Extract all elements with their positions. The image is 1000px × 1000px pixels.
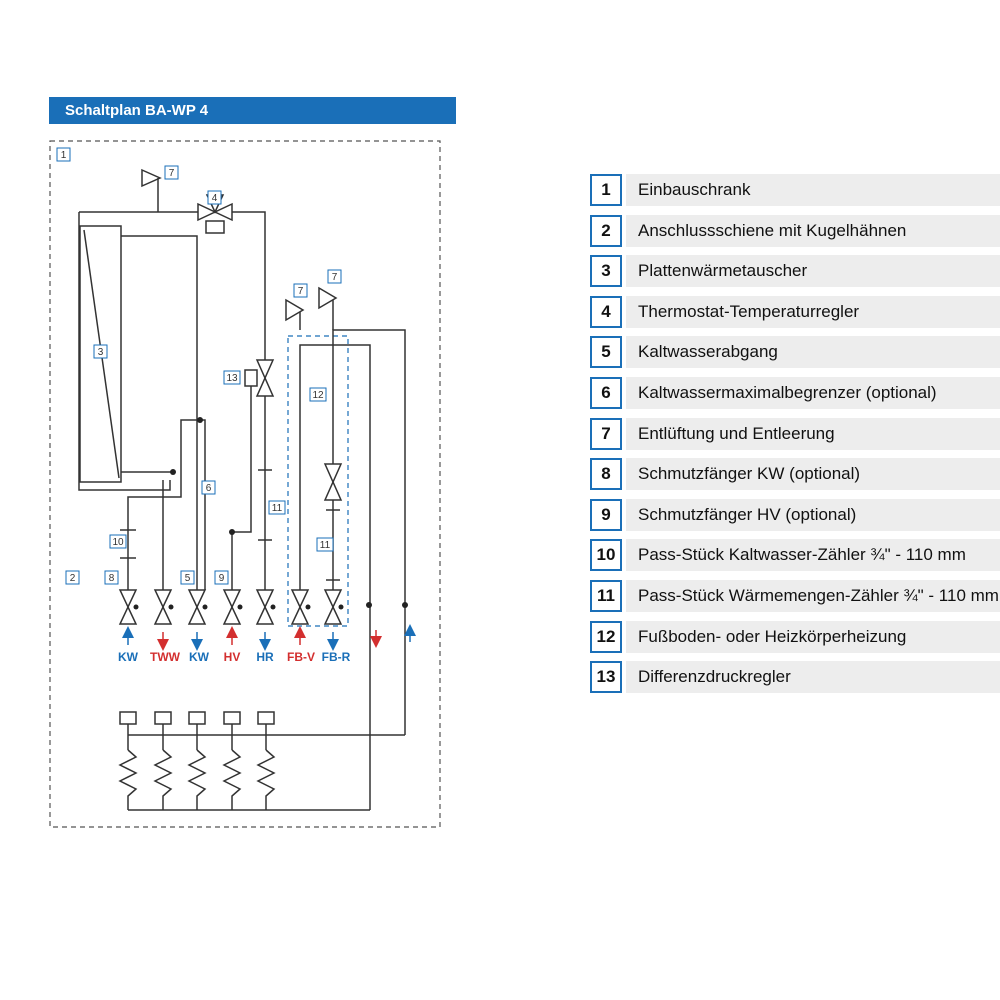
- legend-text: Pass-Stück Wärmemengen-Zähler ¾" - 110 m…: [626, 580, 1000, 612]
- tag-7c: 7: [332, 272, 338, 283]
- legend-text: Fußboden- oder Heizkörperheizung: [626, 620, 1000, 653]
- tag-13: 13: [226, 373, 238, 384]
- tag-11b: 11: [320, 540, 331, 551]
- legend-number: 8: [590, 458, 622, 491]
- fb-pipes: [299, 329, 406, 810]
- legend-text: Entlüftung und Entleerung: [626, 417, 1000, 450]
- tag-5: 5: [185, 573, 191, 584]
- number-tags: 1 2 3 4 5 6 7 7 7 8 9 10 11 11 12 13: [56, 147, 342, 585]
- tag-10: 10: [112, 537, 124, 548]
- legend-number: 12: [590, 620, 622, 653]
- tag-4: 4: [212, 193, 218, 204]
- junction-dot: [366, 602, 372, 608]
- label-kw-in: KW: [118, 650, 139, 664]
- legend-number: 1: [590, 174, 622, 206]
- legend-number: 5: [590, 336, 622, 369]
- diff-pressure-line: [231, 386, 252, 590]
- tag-8: 8: [109, 573, 115, 584]
- legend-text: Kaltwasserabgang: [626, 336, 1000, 369]
- water-pipes: [120, 419, 206, 590]
- label-hr: HR: [256, 650, 274, 664]
- junction-dot: [197, 417, 203, 423]
- label-hv: HV: [224, 650, 241, 664]
- label-fb-v: FB-V: [287, 650, 315, 664]
- tag-2: 2: [70, 573, 76, 584]
- legend-text: Anschlussschiene mit Kugelhähnen: [626, 214, 1000, 247]
- legend-text: Kaltwassermaximalbegrenzer (optional): [626, 377, 1000, 409]
- tag-1: 1: [61, 150, 67, 161]
- tag-9: 9: [219, 573, 225, 584]
- diff-pressure-valve: [244, 359, 275, 397]
- legend-number: 4: [590, 295, 622, 328]
- label-fb-r: FB-R: [322, 650, 351, 664]
- tag-7a: 7: [169, 168, 175, 179]
- radiator-pipes: [118, 724, 405, 811]
- ball-valves: [118, 589, 343, 625]
- fb-inline-valve: [323, 463, 343, 501]
- legend-number: 2: [590, 214, 622, 247]
- legend-number: 13: [590, 661, 622, 694]
- valve-handles: [133, 604, 344, 610]
- legend-text: Schmutzfänger HV (optional): [626, 498, 1000, 531]
- tag-12: 12: [312, 390, 324, 401]
- tag-7b: 7: [298, 286, 304, 297]
- legend-number: 9: [590, 498, 622, 531]
- legend-number: 11: [590, 580, 622, 612]
- floor-heating-box: [287, 335, 349, 627]
- label-kw-out: KW: [189, 650, 210, 664]
- legend-text: Schmutzfänger KW (optional): [626, 458, 1000, 491]
- top-pipe: [79, 190, 266, 360]
- tag-11a: 11: [272, 503, 283, 514]
- legend-text: Thermostat-Temperaturregler: [626, 295, 1000, 328]
- legend-text: Einbauschrank: [626, 174, 1000, 206]
- junction-dot: [402, 602, 408, 608]
- diagram-title: Schaltplan BA-WP 4: [49, 97, 456, 124]
- legend-number: 10: [590, 539, 622, 572]
- label-tww: TWW: [150, 650, 181, 664]
- junction-dot: [170, 469, 176, 475]
- legend-text: Plattenwärmetauscher: [626, 255, 1000, 288]
- flow-arrows: [122, 624, 416, 651]
- hr-pipe: [258, 395, 272, 590]
- radiators: [119, 711, 275, 725]
- legend-number: 3: [590, 255, 622, 288]
- tag-3: 3: [98, 347, 104, 358]
- vent-symbols: [141, 168, 338, 330]
- legend-number: 7: [590, 417, 622, 450]
- junction-dot: [229, 529, 235, 535]
- tag-6: 6: [206, 483, 212, 494]
- legend-text: Differenzdruckregler: [626, 661, 1000, 694]
- schematic-diagram: KW TWW KW HV HR FB-V FB-R 1 2 3: [49, 140, 441, 828]
- cabinet-border: [49, 140, 441, 828]
- legend-text: Pass-Stück Kaltwasser-Zähler ¾" - 110 mm: [626, 539, 1000, 572]
- legend-number: 6: [590, 377, 622, 409]
